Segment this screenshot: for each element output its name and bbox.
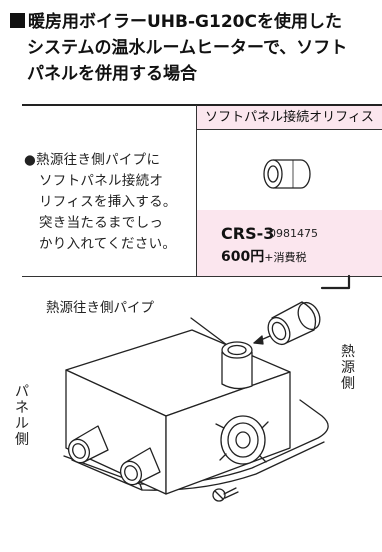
section-heading: 暖房用ボイラーUHB-G120Cを使用した システムの温水ルームヒーターで、ソフ… xyxy=(10,9,378,87)
orifice-illustration xyxy=(197,130,382,210)
pipe-label: 熱源往き側パイプ xyxy=(46,300,154,316)
instruction-line-1: ●熱源往き側パイプに xyxy=(24,152,161,168)
panel-pipe-1 xyxy=(67,425,109,464)
inserted-orifice xyxy=(267,301,321,346)
leader-line xyxy=(320,274,351,290)
valve-knob xyxy=(215,415,269,465)
table-bottom-border xyxy=(22,276,382,277)
instruction-line-2: ソフトパネル接続オ xyxy=(39,173,164,189)
orifice-icon xyxy=(263,159,311,189)
table-column-divider xyxy=(196,105,197,276)
instruction-line-4: 突き当たるまでしっ xyxy=(39,215,164,231)
model-number: CRS-3 xyxy=(221,224,275,243)
product-header: ソフトパネル接続オリフィス xyxy=(197,106,382,130)
heading-line-1: 暖房用ボイラーUHB-G120Cを使用した xyxy=(10,9,378,35)
price-panel: CRS-3 0981475 600円+消費税 xyxy=(197,210,382,276)
heat-source-side-label: 熱 源 側 xyxy=(341,344,355,392)
panel-pipe-2 xyxy=(119,447,161,486)
outgoing-pipe xyxy=(221,341,253,390)
heading-line-2: システムの温水ルームヒーターで、ソフト xyxy=(27,38,348,58)
product-code: 0981475 xyxy=(269,227,318,240)
panel-side-label: パ ネ ル 側 xyxy=(15,384,29,448)
instruction-text: ●熱源往き側パイプに ソフトパネル接続オ リフィスを挿入する。 突き当たるまでし… xyxy=(24,150,196,255)
instruction-line-5: かり入れてください。 xyxy=(39,236,177,252)
price-value: 600円 xyxy=(221,249,265,265)
square-bullet-icon xyxy=(10,13,25,28)
table-top-border xyxy=(22,104,382,106)
tax-note: +消費税 xyxy=(264,251,307,264)
heading-line-3: パネルを併用する場合 xyxy=(27,64,197,84)
instruction-line-3: リフィスを挿入する。 xyxy=(39,194,177,210)
price-label: 600円+消費税 xyxy=(221,246,306,266)
screw-icon xyxy=(212,487,239,502)
label-pointer xyxy=(190,317,228,346)
